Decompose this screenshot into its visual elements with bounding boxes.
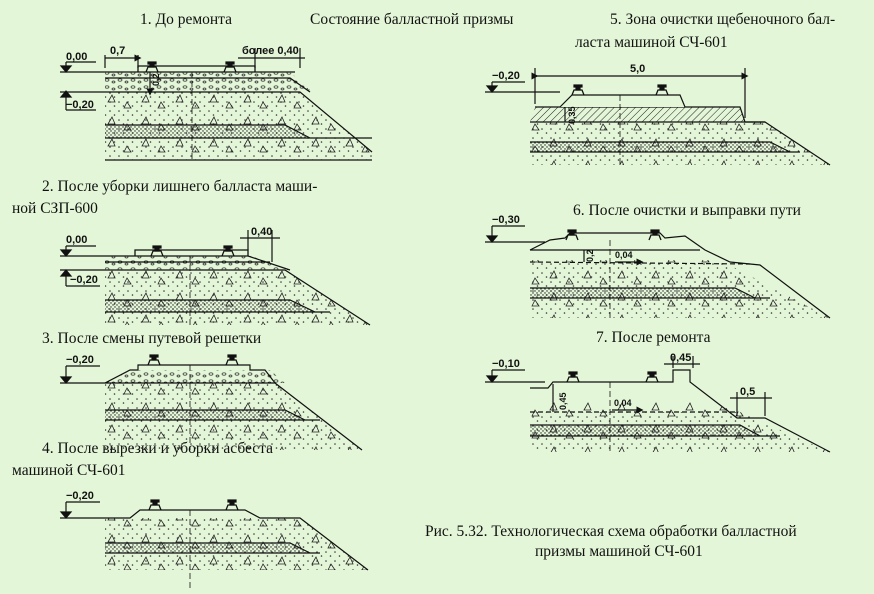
p2-width-right: 0,40 <box>251 226 272 238</box>
panel-5-heading-line2: ласта машиной СЧ-601 <box>575 34 728 51</box>
panel-3-drawing <box>60 354 363 451</box>
p5-depth: 0,35 <box>567 106 577 124</box>
p6-slope: 0,04 <box>615 250 633 260</box>
panel-1-drawing <box>60 48 373 161</box>
caption-line1: Рис. 5.32. Технологическая схема обработ… <box>425 523 797 540</box>
panel-2-drawing <box>59 230 371 326</box>
panel-5-heading-line1: 5. Зона очистки щебеночного бал- <box>610 11 836 28</box>
p2-bottom-level: −0,20 <box>70 274 98 286</box>
panel-7-drawing <box>485 356 831 453</box>
figure-title: Состояние балластной призмы <box>310 11 514 28</box>
caption-line2: призмы машиной СЧ-601 <box>535 543 703 560</box>
p1-width-right: более 0,40 <box>242 45 299 57</box>
panel-3-heading: 3. После смены путевой решетки <box>42 330 262 347</box>
p6-depth: 0,2 <box>585 249 595 262</box>
panel-6-heading: 6. После очистки и выправки пути <box>573 202 801 219</box>
p4-level: −0,20 <box>66 490 94 502</box>
p1-top-level: 0,00 <box>66 51 87 63</box>
panel-1-heading: 1. До ремонта <box>140 11 233 28</box>
p7-slope: 0,04 <box>614 398 632 408</box>
panel-2-heading-line2: ной СЗП-600 <box>12 200 98 217</box>
p1-bottom-level: −0,20 <box>66 99 94 111</box>
p7-depth: 0,45 <box>558 392 568 410</box>
panel-5-drawing <box>485 68 831 166</box>
p1-width-left: 0,7 <box>110 45 125 57</box>
p5-width: 5,0 <box>630 63 645 75</box>
p7-shoulder: 0,45 <box>670 352 691 364</box>
panel-2-heading-line1: 2. После уборки лишнего балласта маши- <box>42 178 318 195</box>
p7-level: −0,10 <box>492 358 520 370</box>
p1-depth: 0,2 <box>151 73 161 86</box>
panel-4-heading-line2: машиной СЧ-601 <box>12 462 126 479</box>
p7-berm: 0,5 <box>740 386 755 398</box>
p5-level: −0,20 <box>492 70 520 82</box>
panel-4-drawing <box>60 499 369 590</box>
p6-level: −0,30 <box>492 214 520 226</box>
panel-6-drawing <box>485 225 831 319</box>
p2-top-level: 0,00 <box>66 234 87 246</box>
panel-7-heading: 7. После ремонта <box>596 329 711 346</box>
p3-level: −0,20 <box>66 354 94 366</box>
